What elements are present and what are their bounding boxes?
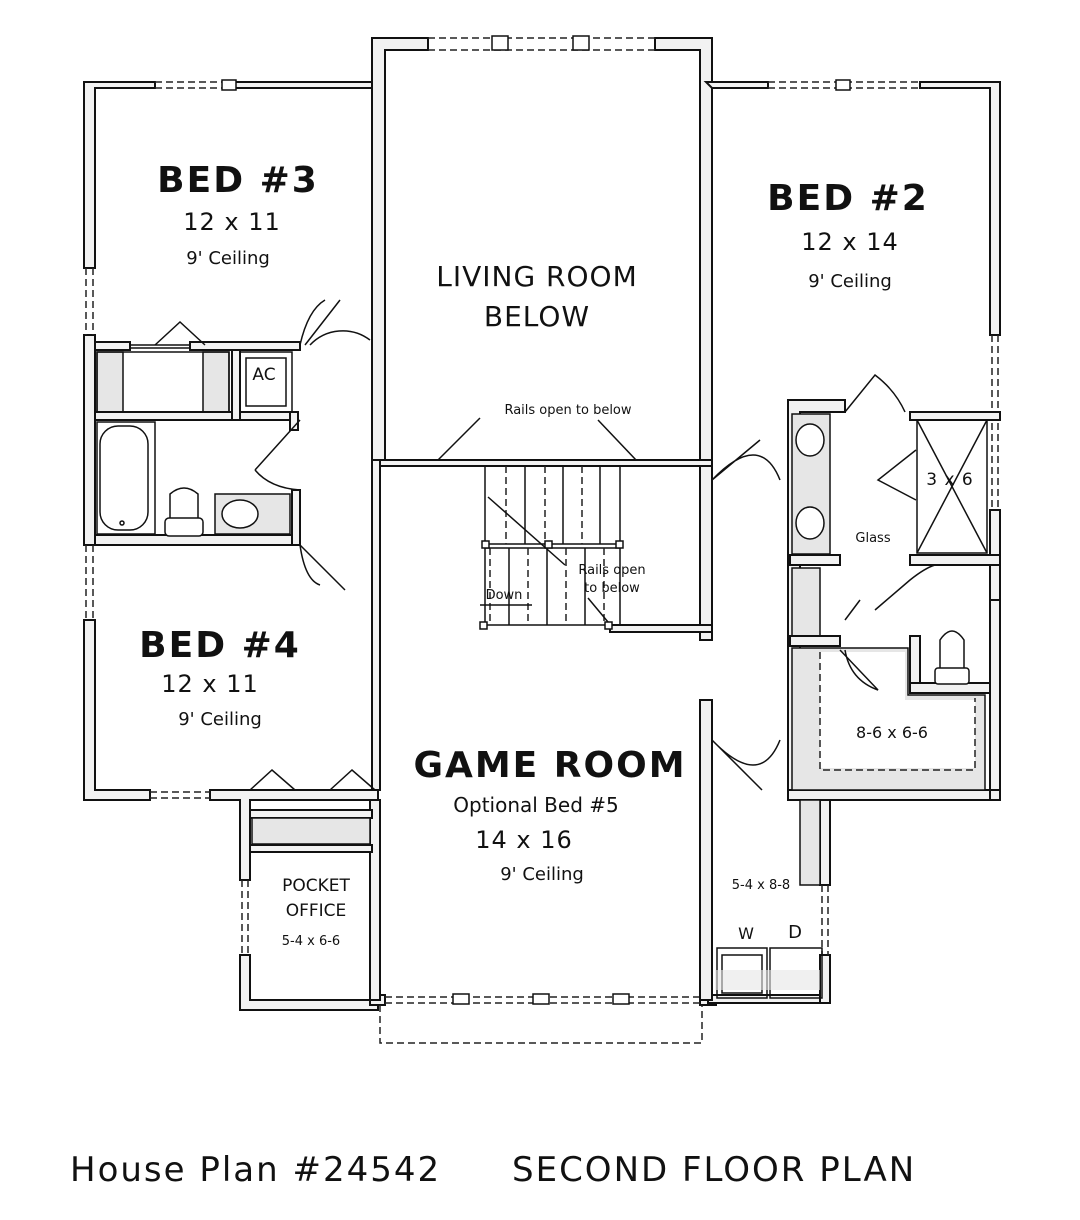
game-room-dims: 14 x 16 (475, 826, 573, 854)
rails-open-note-stair-2: to below (584, 581, 640, 596)
bed4-dims: 12 x 11 (161, 670, 259, 698)
bed4-ceiling: 9' Ceiling (178, 709, 262, 730)
pocket-office-dims: 5-4 x 6-6 (281, 934, 341, 949)
living-below-line1: LIVING ROOM (436, 260, 638, 293)
bed4-title: BED #4 (139, 625, 301, 666)
bed2-title: BED #2 (767, 178, 929, 219)
washer-label: W (738, 924, 754, 943)
interior-walls (94, 341, 1001, 1001)
bed2-ceiling: 9' Ceiling (808, 271, 892, 292)
shower-dims: 3 x 6 (926, 470, 974, 490)
bed3-dims: 12 x 11 (183, 208, 281, 236)
plan-title: SECOND FLOOR PLAN (512, 1150, 917, 1190)
pocket-office-line2: OFFICE (285, 901, 347, 921)
bed3-ceiling: 9' Ceiling (186, 248, 270, 269)
game-room-subtitle: Optional Bed #5 (453, 793, 619, 817)
staircase (437, 417, 637, 630)
pocket-office-line1: POCKET (282, 876, 350, 896)
dryer-label: D (788, 922, 802, 943)
glass-label: Glass (855, 531, 891, 546)
game-room-ceiling: 9' Ceiling (500, 864, 584, 885)
bed2-dims: 12 x 14 (801, 228, 899, 256)
rails-open-note-top: Rails open to below (504, 403, 632, 418)
exterior-walls (83, 37, 1001, 1011)
game-room-title: GAME ROOM (413, 745, 687, 786)
ac-label: AC (252, 365, 276, 385)
windows (85, 35, 999, 1044)
doors (154, 299, 936, 791)
living-below-line2: BELOW (483, 300, 591, 333)
stair-down-label: Down (485, 588, 523, 603)
laundry-dims: 5-4 x 8-8 (731, 878, 791, 893)
bed3-title: BED #3 (157, 160, 319, 201)
closet-dims: 8-6 x 6-6 (856, 723, 928, 742)
house-plan-number: House Plan #24542 (70, 1150, 442, 1190)
rails-open-note-stair-1: Rails open (578, 563, 646, 578)
